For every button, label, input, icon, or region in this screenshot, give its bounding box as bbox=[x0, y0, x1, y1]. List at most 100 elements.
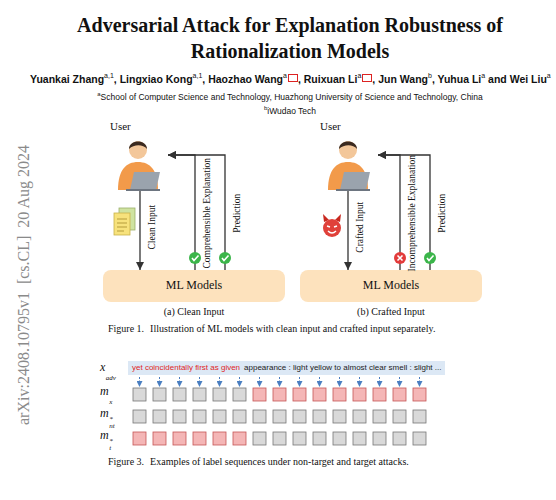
affiliation-text: School of Computer Science and Technolog… bbox=[101, 92, 483, 102]
review-text: appearance : light yellow to almost clea… bbox=[244, 363, 441, 372]
dashed-arrow bbox=[179, 377, 180, 387]
edge-label: Clean Input bbox=[147, 205, 157, 250]
document-icon bbox=[114, 208, 135, 235]
author-name: , Yuhua Li bbox=[432, 73, 481, 85]
edge-label-text: Incomprehensible Explanation bbox=[407, 155, 417, 271]
affiliation-mark: a bbox=[97, 91, 100, 97]
superscript: * bbox=[109, 438, 113, 445]
unselected-token bbox=[233, 410, 246, 423]
dashed-arrow bbox=[379, 377, 380, 387]
dashed-arrow bbox=[339, 377, 340, 387]
input-text-box: yet coincidentally first as given appeara… bbox=[128, 361, 445, 375]
author-name: , Ruixuan Li bbox=[298, 73, 358, 85]
model-box: ML Models bbox=[300, 270, 482, 302]
unselected-token bbox=[173, 410, 186, 423]
math-symbol: x bbox=[100, 360, 105, 374]
email-icon bbox=[288, 74, 298, 82]
figure-caption: Figure 3.Examples of label sequences und… bbox=[108, 455, 528, 468]
adversarial-words: yet coincidentally first as given bbox=[132, 363, 240, 372]
affiliation-line: aSchool of Computer Science and Technolo… bbox=[30, 90, 550, 104]
subscript: nt bbox=[109, 423, 114, 430]
math-scripts: *t bbox=[109, 438, 113, 451]
caption-text: Examples of label sequences under non-ta… bbox=[150, 456, 409, 467]
unselected-token bbox=[173, 388, 186, 401]
author-name: , Haozhao Wang bbox=[202, 73, 283, 85]
dashed-arrow bbox=[139, 377, 140, 387]
script-spacer bbox=[106, 368, 116, 375]
selected-token bbox=[393, 388, 406, 401]
unselected-token bbox=[313, 432, 326, 445]
script-spacer bbox=[109, 392, 112, 399]
cross-mark bbox=[398, 256, 403, 261]
unselected-token bbox=[213, 410, 226, 423]
unselected-token bbox=[413, 410, 426, 423]
dashed-arrow bbox=[199, 377, 200, 387]
affiliation-line: biWudao Tech bbox=[30, 104, 550, 118]
unselected-token bbox=[153, 388, 166, 401]
author-name: , Jun Wang bbox=[372, 73, 428, 85]
user-icon bbox=[118, 141, 160, 191]
math-scripts: *nt bbox=[109, 416, 114, 429]
author-name: Yuankai Zhang bbox=[30, 73, 104, 85]
connector bbox=[378, 155, 430, 270]
dashed-arrow bbox=[319, 377, 320, 387]
unselected-token bbox=[193, 410, 206, 423]
math-symbol: m bbox=[100, 406, 109, 420]
selected-token bbox=[373, 388, 386, 401]
subscript: x bbox=[109, 399, 112, 406]
selected-token bbox=[153, 432, 166, 445]
selected-token bbox=[293, 388, 306, 401]
author-line: Yuankai Zhanga,1, Lingxiao Konga,1, Haoz… bbox=[30, 72, 550, 85]
selected-token bbox=[253, 388, 266, 401]
dashed-arrow bbox=[239, 377, 240, 387]
selected-token bbox=[313, 388, 326, 401]
math-symbol: m bbox=[100, 384, 109, 398]
model-box: ML Models bbox=[103, 270, 285, 302]
unselected-token bbox=[193, 388, 206, 401]
icon-disc bbox=[189, 252, 201, 264]
model-label: ML Models bbox=[363, 278, 420, 292]
unselected-token bbox=[393, 410, 406, 423]
check-icon bbox=[189, 252, 201, 264]
selected-token bbox=[213, 432, 226, 445]
unselected-token bbox=[293, 432, 306, 445]
edge-label: Prediction bbox=[232, 193, 242, 232]
unselected-token bbox=[313, 410, 326, 423]
icon-disc bbox=[424, 252, 436, 264]
selected-token bbox=[133, 432, 146, 445]
figure-number: Figure 1. bbox=[108, 323, 144, 334]
user-label: User bbox=[320, 120, 341, 132]
icon-disc bbox=[394, 252, 406, 264]
user-figure: User bbox=[108, 120, 168, 190]
edge-label-text: Crafted Input bbox=[355, 202, 365, 253]
affiliation-mark: a bbox=[357, 72, 361, 79]
subfigure-caption-text: (b) Crafted Input bbox=[357, 306, 425, 317]
selected-token bbox=[173, 432, 186, 445]
email-icon bbox=[362, 74, 372, 82]
affiliation-mark: b bbox=[428, 72, 432, 79]
unselected-token bbox=[213, 388, 226, 401]
title-block: Adversarial Attack for Explanation Robus… bbox=[55, 12, 525, 64]
edge-label: Prediction bbox=[437, 193, 447, 232]
user-icon bbox=[328, 141, 370, 191]
math-scripts: adv bbox=[106, 368, 116, 382]
selected-token bbox=[233, 432, 246, 445]
subscript: t bbox=[109, 445, 113, 452]
affiliation-text: iWudao Tech bbox=[267, 106, 316, 116]
row-label: m*t bbox=[100, 429, 113, 451]
model-label: ML Models bbox=[166, 278, 223, 292]
connector bbox=[139, 190, 140, 270]
connector bbox=[168, 155, 225, 270]
dashed-arrow bbox=[259, 377, 260, 387]
affiliation-mark: a bbox=[481, 72, 485, 79]
caption-text: Illustration of ML models with clean inp… bbox=[150, 323, 435, 334]
affiliation-mark: a bbox=[547, 72, 551, 79]
author-name: and Wei Liu bbox=[485, 73, 547, 85]
affiliation-mark: a,1 bbox=[193, 72, 203, 79]
dashed-arrow bbox=[419, 377, 420, 387]
unselected-token bbox=[293, 410, 306, 423]
unselected-token bbox=[413, 432, 426, 445]
affiliation-block: aSchool of Computer Science and Technolo… bbox=[30, 90, 550, 117]
unselected-token bbox=[233, 388, 246, 401]
